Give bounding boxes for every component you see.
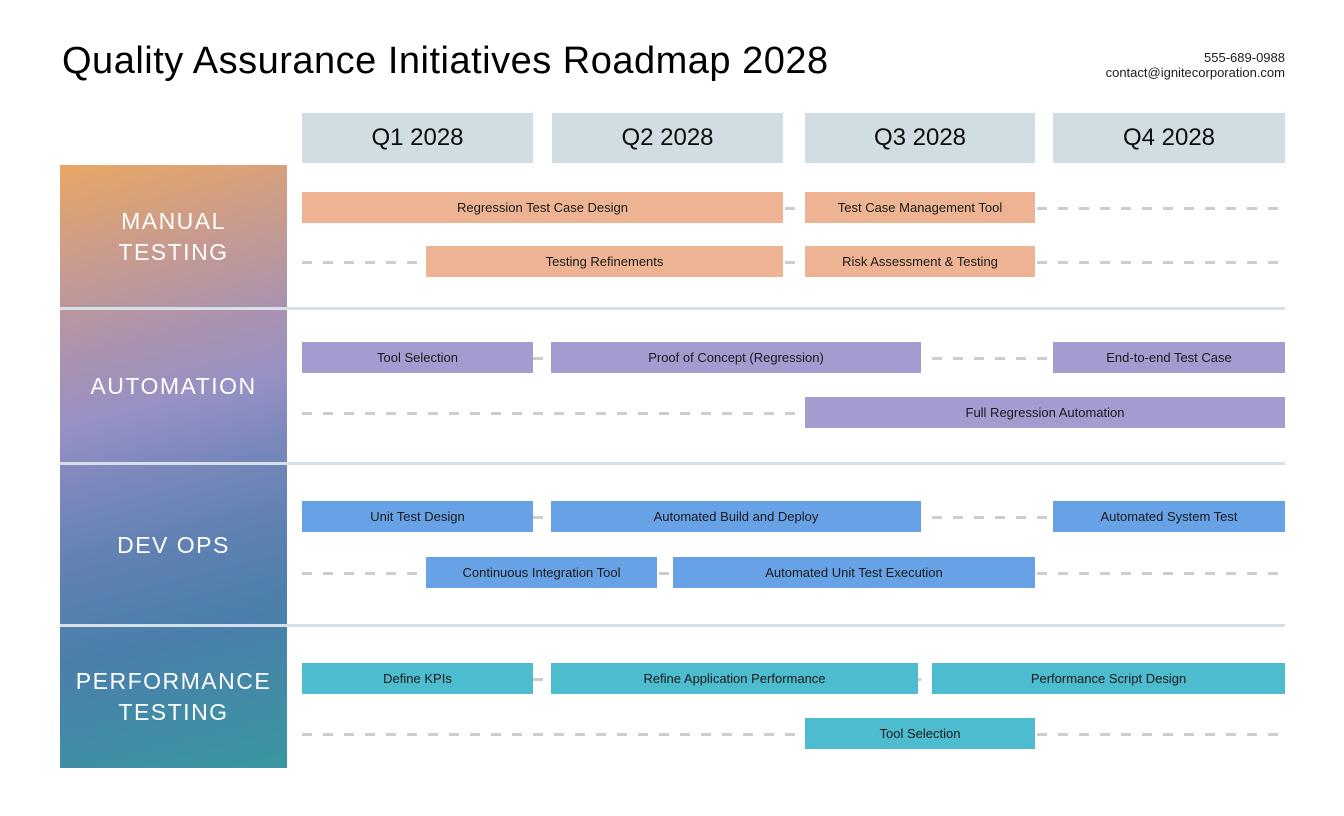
- quarter-header-q1-2028: Q1 2028: [302, 113, 533, 163]
- contact-email: contact@ignitecorporation.com: [1105, 65, 1285, 80]
- task-bar-performance-testing-define-kpis: Define KPIs: [302, 663, 533, 694]
- row-divider-3: [60, 624, 1285, 627]
- category-label-automation: AUTOMATION: [90, 373, 257, 399]
- task-bar-manual-testing-testing-refinements: Testing Refinements: [426, 246, 783, 277]
- category-label-manual-testing: MANUAL TESTING: [118, 208, 229, 265]
- category-label-performance-testing: PERFORMANCE TESTING: [75, 668, 272, 725]
- task-bar-manual-testing-test-case-management-tool: Test Case Management Tool: [805, 192, 1035, 223]
- task-bar-automation-proof-of-concept-regression: Proof of Concept (Regression): [551, 342, 921, 373]
- task-bar-automation-full-regression-automation: Full Regression Automation: [805, 397, 1285, 428]
- quarter-header-q3-2028: Q3 2028: [805, 113, 1035, 163]
- quarter-header-q2-2028: Q2 2028: [552, 113, 783, 163]
- contact-phone: 555-689-0988: [1204, 50, 1285, 65]
- task-bar-performance-testing-performance-script-design: Performance Script Design: [932, 663, 1285, 694]
- task-bar-dev-ops-continuous-integration-tool: Continuous Integration Tool: [426, 557, 657, 588]
- task-bar-performance-testing-tool-selection: Tool Selection: [805, 718, 1035, 749]
- row-divider-2: [60, 462, 1285, 465]
- task-bar-manual-testing-risk-assessment-testing: Risk Assessment & Testing: [805, 246, 1035, 277]
- contact-info: 555-689-0988 contact@ignitecorporation.c…: [1106, 50, 1285, 80]
- category-label-dev-ops: DEV OPS: [117, 531, 230, 558]
- timeline-dashes-automation-lane2: [302, 412, 1285, 415]
- task-bar-dev-ops-automated-unit-test-execution: Automated Unit Test Execution: [673, 557, 1035, 588]
- page-title: Quality Assurance Initiatives Roadmap 20…: [62, 40, 829, 82]
- category-sidebar: MANUAL TESTING AUTOMATION DEV OPS PERFORMAN…: [60, 165, 287, 768]
- task-bar-automation-tool-selection: Tool Selection: [302, 342, 533, 373]
- quarter-header-q4-2028: Q4 2028: [1053, 113, 1285, 163]
- timeline-dashes-performance-testing-lane2: [302, 733, 1285, 736]
- task-bar-dev-ops-unit-test-design: Unit Test Design: [302, 501, 533, 532]
- timeline-dashes-manual-testing-lane2: [302, 261, 1285, 264]
- task-bar-dev-ops-automated-system-test: Automated System Test: [1053, 501, 1285, 532]
- task-bar-manual-testing-regression-test-case-design: Regression Test Case Design: [302, 192, 783, 223]
- task-bar-performance-testing-refine-application-performance: Refine Application Performance: [551, 663, 918, 694]
- timeline-dashes-manual-testing-lane1: [302, 207, 1285, 210]
- row-divider-1: [60, 307, 1285, 310]
- task-bar-automation-end-to-end-test-case: End-to-end Test Case: [1053, 342, 1285, 373]
- task-bar-dev-ops-automated-build-and-deploy: Automated Build and Deploy: [551, 501, 921, 532]
